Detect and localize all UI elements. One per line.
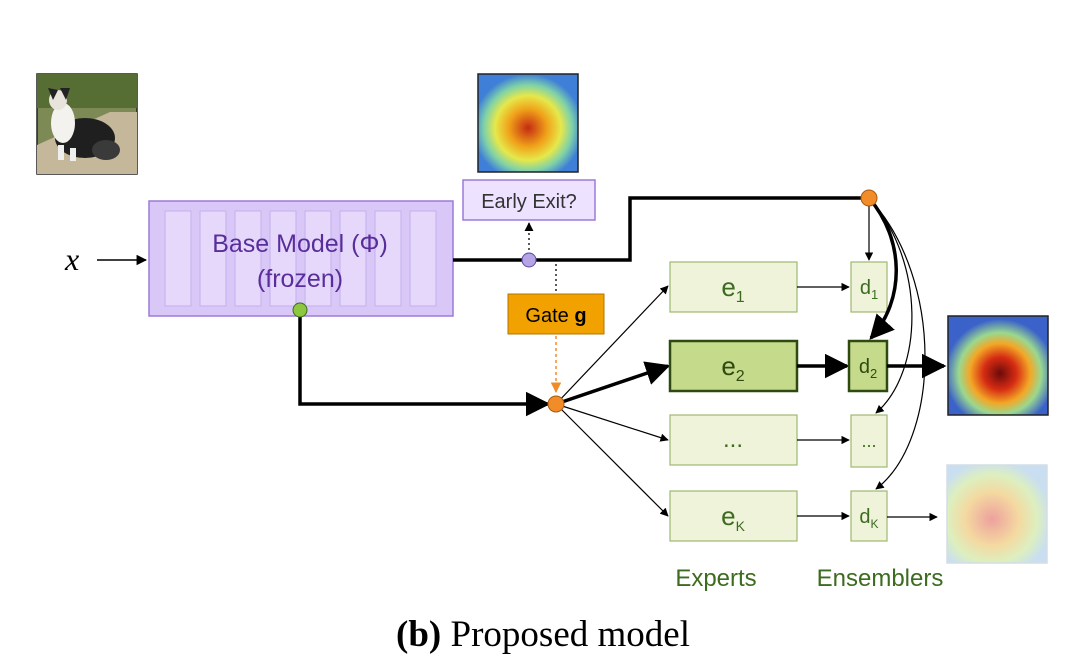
base-model-title: Base Model (Φ) bbox=[212, 230, 388, 258]
selected-output-heatmap bbox=[947, 315, 1049, 416]
ensemblers-label: Ensemblers bbox=[817, 565, 944, 592]
svg-text:eK: eK bbox=[721, 501, 745, 534]
svg-text:e1: e1 bbox=[721, 272, 744, 306]
early-exit-box bbox=[462, 179, 596, 221]
input-label: x bbox=[64, 241, 79, 277]
expert-e2: e2 bbox=[668, 339, 799, 393]
gate-node bbox=[547, 395, 565, 413]
ensembler-d1: d1 bbox=[850, 261, 888, 313]
ensembler-d2: d2 bbox=[847, 339, 889, 393]
early-exit-node bbox=[521, 252, 537, 268]
route-arrow-e1 bbox=[555, 285, 669, 405]
ensembler-dk: dK bbox=[850, 490, 888, 542]
expert-e3: ... bbox=[669, 414, 798, 466]
input-image bbox=[36, 73, 138, 175]
experts-label: Experts bbox=[675, 565, 756, 592]
base-model-block: Base Model (Φ) (frozen) bbox=[148, 200, 454, 317]
top-to-d2-arrow bbox=[867, 196, 898, 340]
expert-e1: e1 bbox=[669, 261, 798, 313]
base-model-subtitle: (frozen) bbox=[257, 265, 343, 293]
route-arrow-ek bbox=[555, 403, 669, 517]
early-exit-label: Early Exit? bbox=[481, 191, 577, 213]
top-feature-path bbox=[453, 196, 869, 262]
route-arrow-e3 bbox=[555, 403, 669, 442]
gate-label: Gate g bbox=[525, 305, 586, 327]
top-node bbox=[860, 189, 878, 207]
feature-tap-node bbox=[292, 302, 308, 318]
figure-caption: (b) Proposed model bbox=[396, 614, 690, 655]
svg-text:d2: d2 bbox=[859, 356, 877, 381]
early-exit-heatmap bbox=[477, 73, 579, 173]
gate-box bbox=[507, 293, 605, 335]
expert-ek: eK bbox=[669, 490, 798, 542]
ensembler-d3: ... bbox=[850, 414, 888, 468]
svg-text:e2: e2 bbox=[721, 351, 744, 385]
svg-text:...: ... bbox=[723, 426, 743, 453]
route-arrow-e2 bbox=[555, 361, 671, 406]
svg-text:d1: d1 bbox=[860, 277, 878, 302]
top-to-d3-arrow bbox=[868, 197, 913, 414]
svg-text:dK: dK bbox=[859, 506, 878, 531]
bottom-feature-path bbox=[298, 310, 551, 417]
svg-text:...: ... bbox=[861, 431, 876, 451]
faded-output-heatmap bbox=[946, 464, 1048, 564]
